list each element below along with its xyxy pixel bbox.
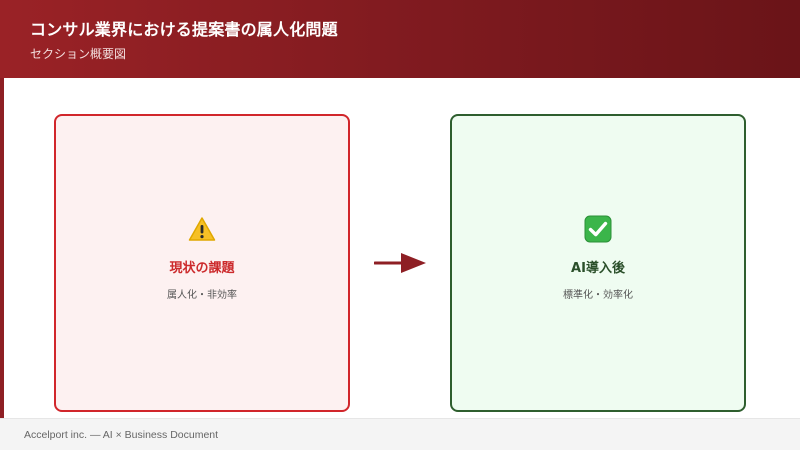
footer: Accelport inc. — AI × Business Document (0, 418, 800, 450)
problem-card: 現状の課題 属人化・非効率 (54, 114, 350, 412)
page-subtitle: セクション概要図 (30, 47, 127, 61)
accent-bar (0, 78, 4, 418)
solution-card: AI導入後 標準化・効率化 (450, 114, 746, 412)
check-mark-icon (584, 215, 612, 243)
problem-card-title: 現状の課題 (169, 261, 235, 276)
warning-icon (188, 215, 216, 243)
header-banner: コンサル業界における提案書の属人化問題 セクション概要図 (0, 0, 800, 78)
right-arrow-icon (374, 253, 426, 273)
problem-card-description: 属人化・非効率 (167, 290, 237, 301)
solution-card-description: 標準化・効率化 (563, 290, 633, 301)
footer-text: Accelport inc. — AI × Business Document (24, 429, 219, 441)
page-title: コンサル業界における提案書の属人化問題 (30, 20, 338, 39)
solution-card-title: AI導入後 (571, 261, 625, 276)
